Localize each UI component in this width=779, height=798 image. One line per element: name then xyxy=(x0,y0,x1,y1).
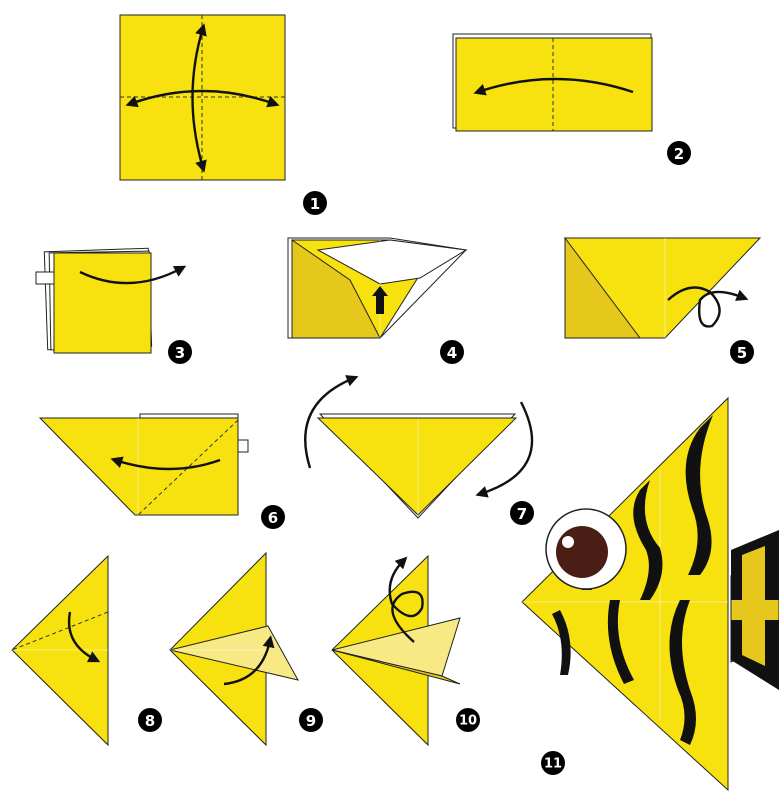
step-7-badge: 7 xyxy=(510,501,534,525)
step-6-diagram xyxy=(40,414,248,515)
step-3-number: 3 xyxy=(175,344,185,362)
step-4-diagram xyxy=(288,238,466,338)
step-6-badge: 6 xyxy=(261,505,285,529)
step-11-number: 11 xyxy=(544,757,562,772)
step-3-badge: 3 xyxy=(168,340,192,364)
step-7-diagram xyxy=(305,378,532,518)
step-10-diagram xyxy=(332,556,460,745)
step-8-badge: 8 xyxy=(138,708,162,732)
step-8-diagram xyxy=(12,556,108,745)
step-2-number: 2 xyxy=(674,145,684,163)
step-10-badge: 10 xyxy=(456,708,480,732)
step-1-number: 1 xyxy=(310,195,320,213)
step-2-badge: 2 xyxy=(667,141,691,165)
step-3-diagram xyxy=(36,248,182,353)
step-11-fish xyxy=(522,398,779,790)
step-4-badge: 4 xyxy=(440,340,464,364)
step-1-badge: 1 xyxy=(303,191,327,215)
step-11-badge: 11 xyxy=(541,751,565,775)
step-5-diagram xyxy=(565,238,760,338)
step-9-diagram xyxy=(170,553,298,745)
step-9-badge: 9 xyxy=(299,708,323,732)
step-10-number: 10 xyxy=(459,714,477,729)
step-2-diagram xyxy=(453,34,652,131)
step-5-badge: 5 xyxy=(730,340,754,364)
step-7-number: 7 xyxy=(517,505,527,523)
step-9-number: 9 xyxy=(306,712,316,730)
step-4-number: 4 xyxy=(447,344,457,362)
step-5-number: 5 xyxy=(737,344,747,362)
step-8-number: 8 xyxy=(145,712,155,730)
step-1-diagram xyxy=(120,15,285,180)
step-6-number: 6 xyxy=(268,509,278,527)
